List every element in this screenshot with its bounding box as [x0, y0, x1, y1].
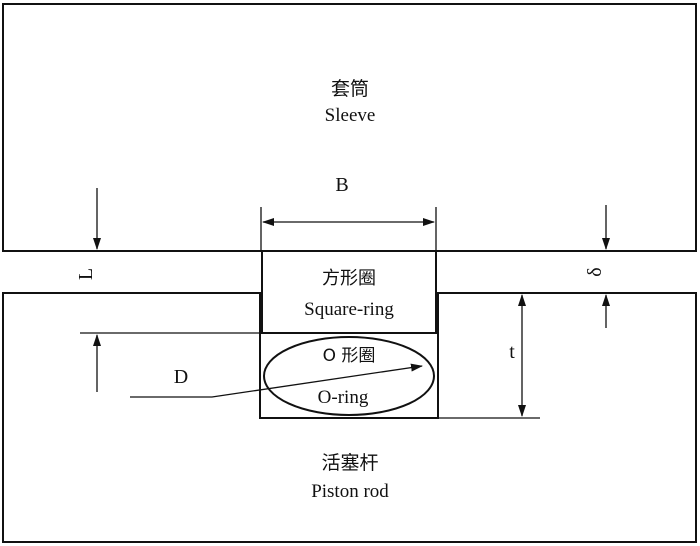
piston-rod-outline: [2, 292, 697, 543]
dimension-d-label: D: [174, 366, 188, 388]
o-ring-label-en: O-ring: [318, 387, 369, 408]
piston-rod-label-en: Piston rod: [311, 481, 389, 502]
dimension-t-label: t: [509, 341, 515, 363]
sleeve-label-zh: 套筒: [331, 78, 369, 100]
dimension-b-label: B: [335, 174, 348, 196]
dimension-l-label: L: [75, 268, 97, 280]
dimension-d-leader: [130, 363, 423, 398]
dimension-delta-label: δ: [584, 267, 606, 276]
o-ring-label-zh: O 形圈: [323, 346, 376, 366]
piston-rod-label-zh: 活塞杆: [321, 452, 378, 474]
square-ring: [261, 250, 437, 334]
sleeve-block: [2, 3, 697, 252]
square-ring-label-zh: 方形圈: [322, 268, 376, 289]
sleeve-label-en: Sleeve: [325, 105, 376, 126]
square-ring-label-en: Square-ring: [304, 299, 394, 320]
o-ring: [263, 336, 435, 416]
